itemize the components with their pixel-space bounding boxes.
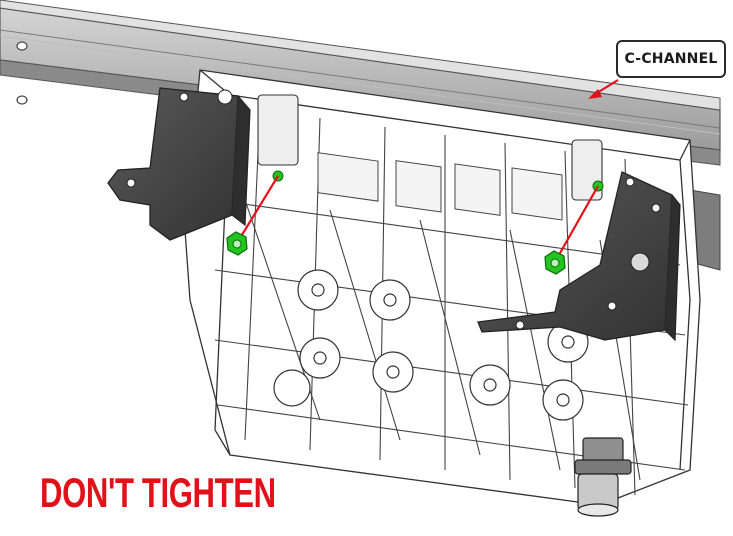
right-bracket [477,171,681,342]
junction-box [184,69,701,506]
dont-tighten-warning: DON'T TIGHTEN [40,469,276,516]
c-channel-label: C-CHANNEL [616,40,726,78]
connector-plug [574,437,632,517]
leader-lines [236,79,619,263]
left-bracket [107,87,251,241]
hex-nut [226,231,566,275]
